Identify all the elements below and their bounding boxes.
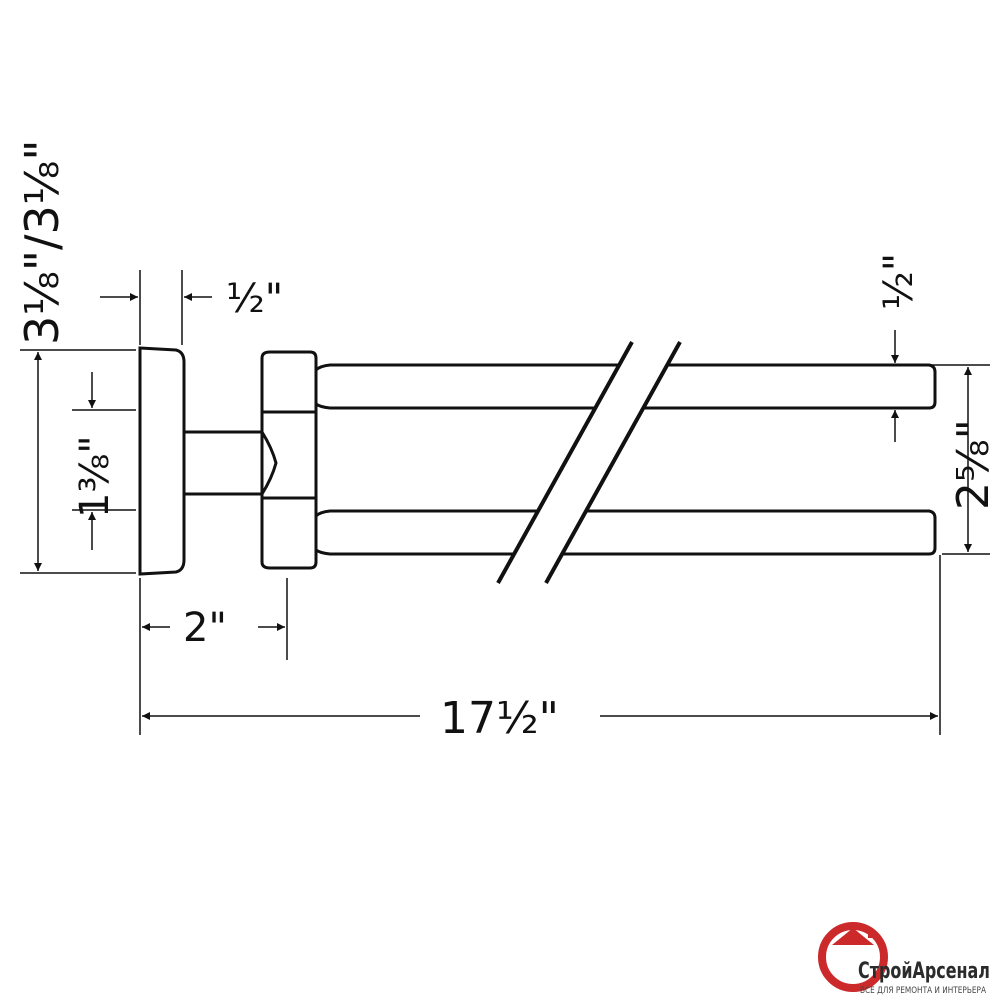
lower-towel-bar (314, 509, 937, 556)
connecting-arm (184, 430, 262, 496)
logo-circle (818, 922, 888, 992)
brand-tagline: ВСЕ ДЛЯ РЕМОНТА И ИНТЕРЬЕРА (860, 986, 986, 996)
projection-label: 2" (183, 605, 227, 651)
bar-diameter-label: ½" (876, 253, 922, 310)
joint-curve (260, 431, 278, 495)
dimension-arrows (34, 293, 972, 720)
overall-length-label: 17½" (440, 693, 559, 744)
wall-flange (138, 346, 186, 576)
arm-height-label: 1⅜" (72, 435, 118, 518)
towel-holder-outline (138, 346, 937, 576)
extension-lines (20, 270, 990, 735)
flange-height-label: 3⅛"/3⅛" (15, 139, 69, 345)
upper-towel-bar (314, 363, 937, 410)
flange-thickness-label: ½" (226, 276, 283, 322)
break-lines (496, 341, 682, 584)
swivel-block (260, 350, 318, 570)
bar-spacing-label: 2⅝" (948, 419, 999, 510)
house-icon (832, 928, 874, 945)
brand-watermark: СтройАрсенал ВСЕ ДЛЯ РЕМОНТА И ИНТЕРЬЕРА (818, 922, 990, 996)
brand-name: СтройАрсенал (858, 959, 990, 984)
